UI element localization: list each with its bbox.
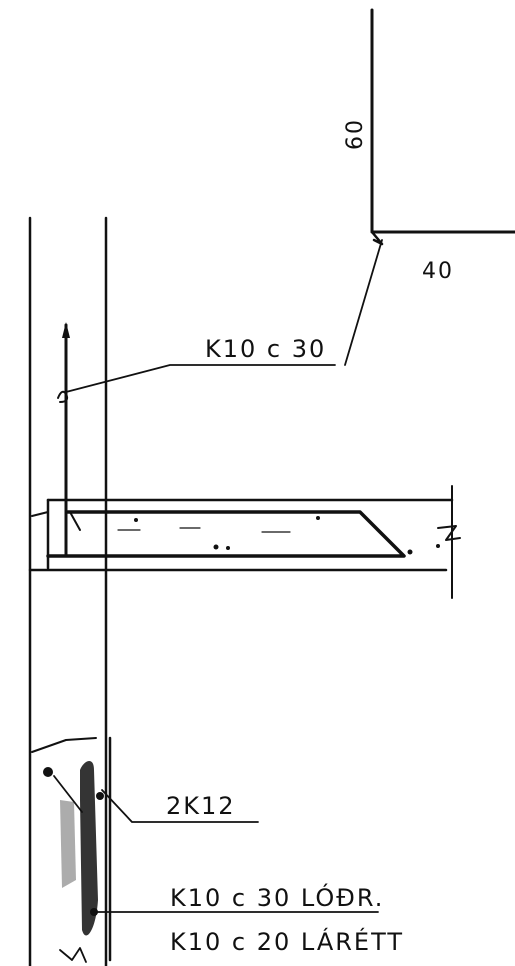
leader-line-to-shape: [344, 239, 383, 366]
slab-loop-hook: [69, 511, 81, 531]
beam-section: [31, 736, 112, 963]
beam-section-speckle: [60, 800, 76, 888]
wall-vertical-bar: [57, 322, 70, 557]
dimension-vertical-label: 60: [343, 118, 368, 150]
beam-bar-dot-2: [96, 792, 104, 800]
dimension-horizontal-label: 40: [422, 259, 454, 284]
label-bars-beam: 2K12: [166, 792, 236, 820]
leader-bars-beam: 2K12: [101, 789, 259, 823]
label-stirrup-top: K10 c 30: [205, 335, 326, 363]
leader-stirrup-top: K10 c 30: [65, 239, 383, 393]
leader-line-stirrup-top: [65, 364, 336, 393]
label-stirrup-horizontal: K10 c 20 LÁRÉTT: [170, 927, 404, 956]
slab-corner-tick: [31, 511, 49, 517]
stirrup-hook: [370, 230, 384, 246]
beam-bar-hook: [53, 775, 83, 813]
slab: [28, 485, 461, 599]
beam-section-shading: [80, 760, 98, 936]
label-stirrup-vertical: K10 c 30 LÓÐR.: [170, 882, 384, 912]
wall: [28, 216, 108, 966]
vertical-bar-hook: [57, 390, 69, 403]
beam-break-symbol: [59, 947, 87, 963]
beam-top-edge: [31, 737, 97, 753]
stirrup-shape-outline: [370, 8, 515, 234]
beam-bar-dot-1: [43, 767, 53, 777]
leader-line-bars-beam: [101, 789, 259, 823]
vertical-bar-end-mark: [62, 322, 70, 338]
slab-break-symbol: [437, 525, 461, 541]
slab-reinforcement-loop: [46, 510, 406, 558]
leader-stirrups-beam: K10 c 30 LÓÐR. K10 c 20 LÁRÉTT: [93, 882, 404, 956]
stirrup-shape-detail: 60 40: [343, 8, 515, 284]
